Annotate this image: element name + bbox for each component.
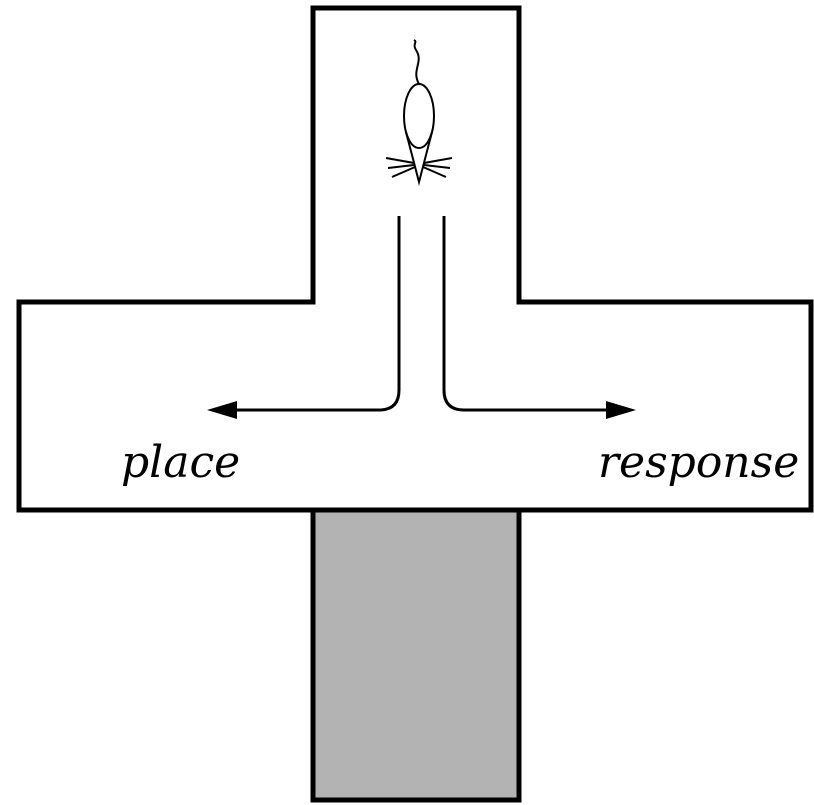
maze-outline: [16, 5, 814, 513]
path-right: [442, 216, 614, 412]
label-place: place: [121, 437, 240, 488]
blocked-arm: [310, 507, 522, 803]
rat-icon: [385, 39, 453, 186]
arrowhead-right: [606, 401, 636, 419]
label-response: response: [598, 437, 799, 488]
path-left: [230, 216, 401, 412]
arrowhead-left: [207, 401, 237, 419]
